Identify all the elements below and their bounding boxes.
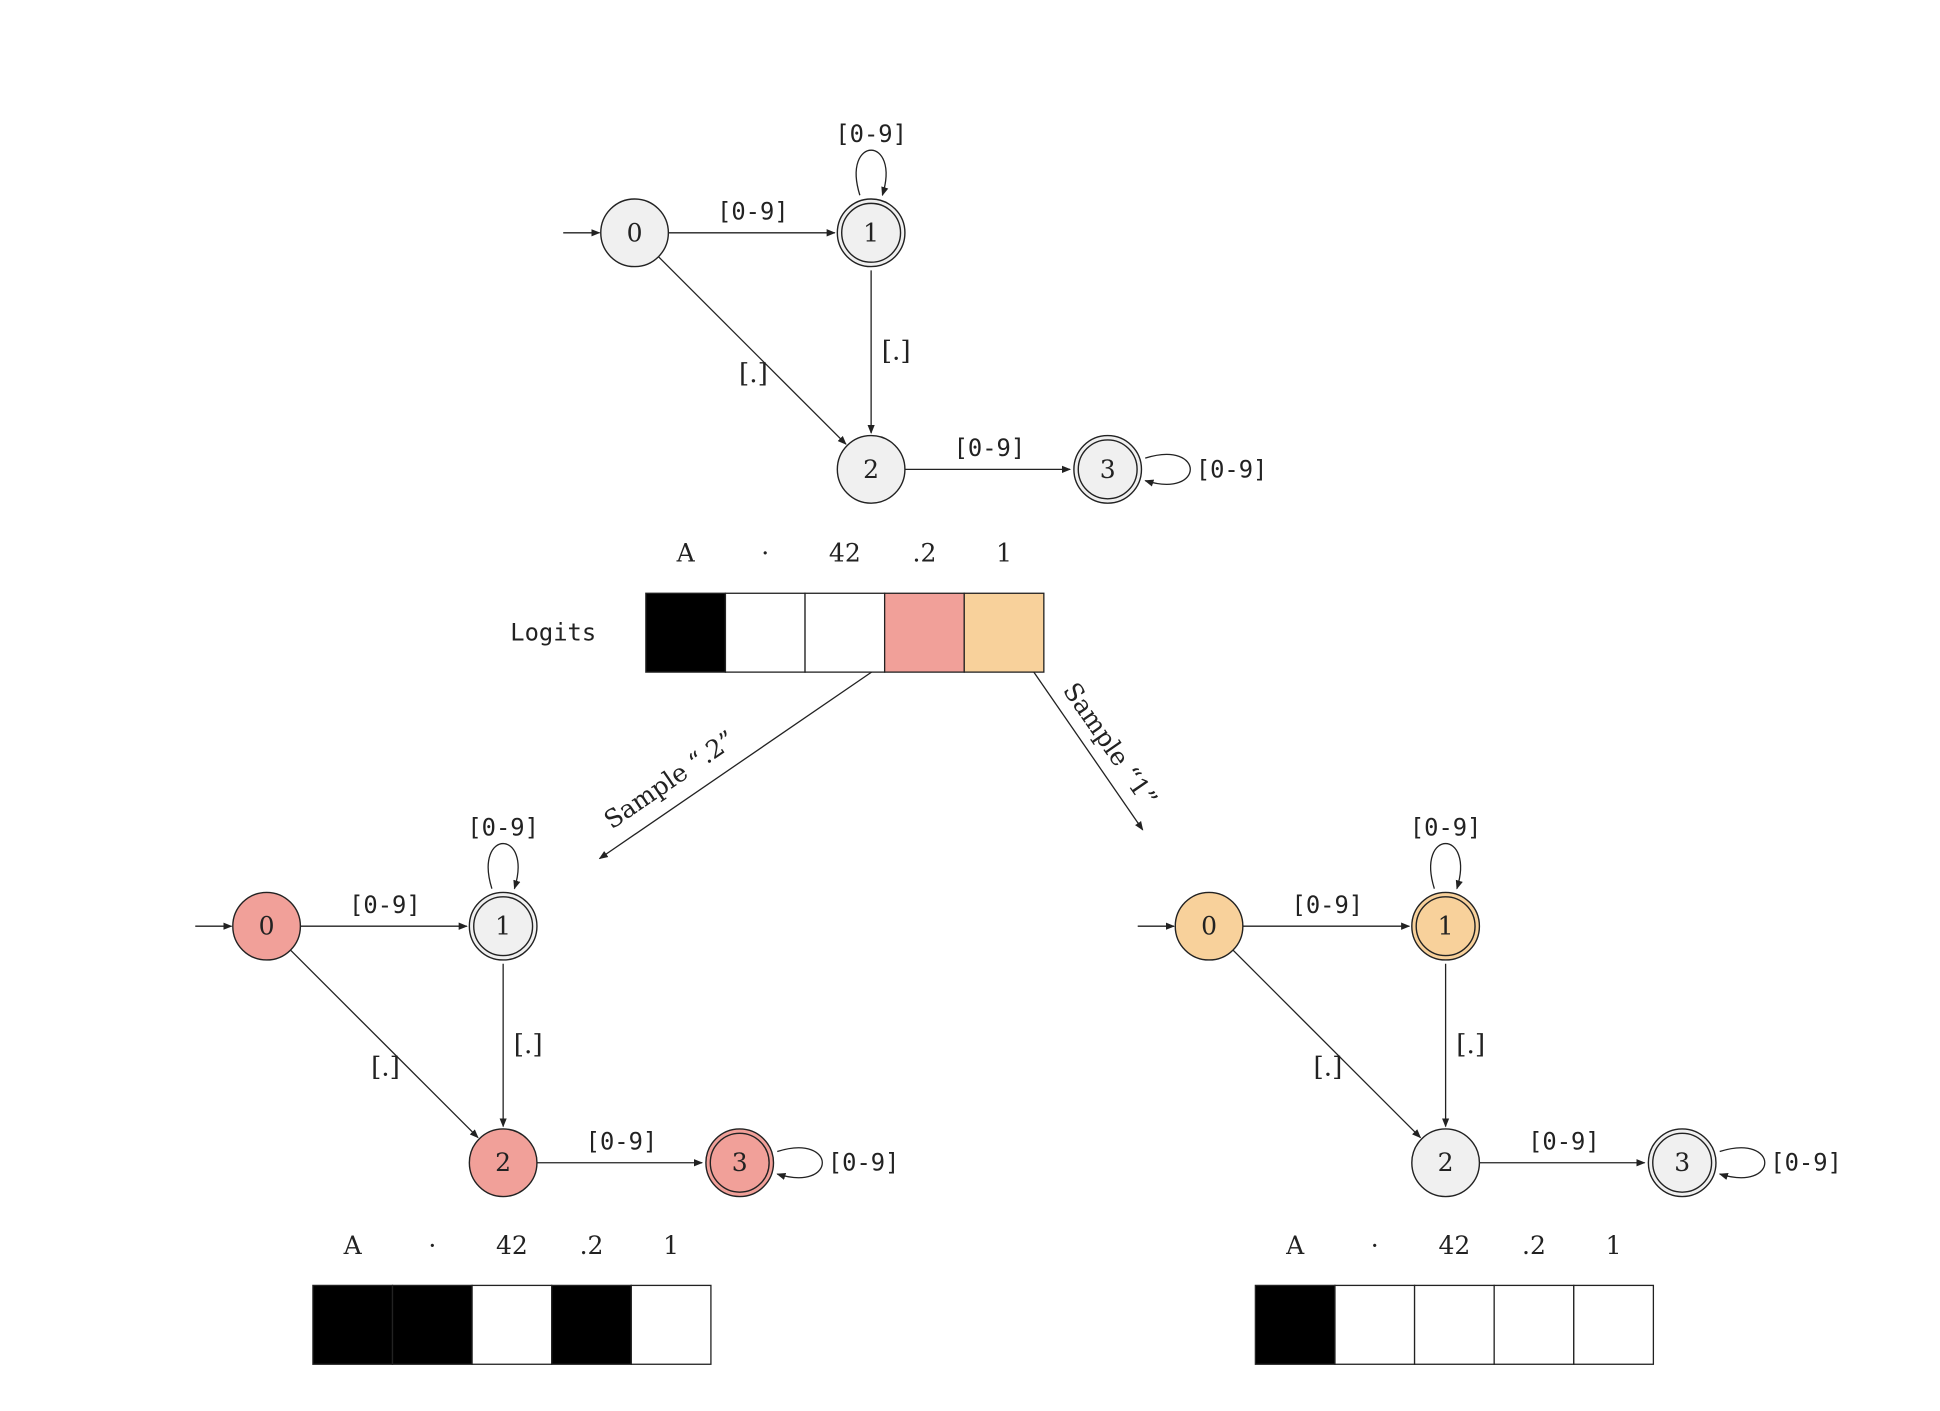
state-label-2-left: 2 [495, 1148, 511, 1177]
state-1-accept-ring-top [841, 202, 902, 263]
edge-label-loop-1-top: [0-9] [835, 120, 907, 148]
self-loop-1-left [487, 842, 521, 890]
state-label-1-left: 1 [495, 912, 511, 941]
vector-cell-0-top [645, 592, 727, 673]
self-loop-3-top [1144, 453, 1191, 487]
state-3-right [1647, 1128, 1717, 1198]
vector-cell-1-left [391, 1284, 473, 1365]
vector-cell-2-top [804, 592, 886, 673]
edge-label-2-3-top: [0-9] [954, 434, 1026, 462]
edge-label-loop-1-left: [0-9] [467, 813, 539, 841]
token-label-4-left: 1 [663, 1231, 679, 1260]
vector-cell-4-top [963, 592, 1045, 673]
state-label-0-right: 0 [1201, 912, 1217, 941]
vector-cell-3-left [551, 1284, 632, 1365]
state-2-top [836, 434, 906, 504]
edge-label-loop-1-right: [0-9] [1410, 813, 1482, 841]
vector-cell-3-top [883, 592, 965, 673]
state-2-left [468, 1128, 538, 1198]
edge-label-0-2-top: [.] [739, 359, 768, 389]
vector-cell-1-top [724, 592, 806, 673]
token-label-3-right: .2 [1522, 1231, 1546, 1260]
state-label-3-top: 3 [1100, 455, 1116, 484]
state-label-2-top: 2 [863, 455, 879, 484]
edge-0-2-top [658, 256, 847, 445]
self-loop-3-left [776, 1147, 823, 1180]
edge-label-2-3-left: [0-9] [586, 1127, 658, 1155]
token-label-2-top: 42 [829, 539, 861, 568]
token-label-2-left: 42 [496, 1231, 528, 1260]
state-1-right [1411, 891, 1481, 961]
edge-0-2-left [290, 949, 479, 1139]
vector-cell-1-right [1334, 1284, 1416, 1365]
token-label-1-top: · [761, 539, 769, 568]
vector-cell-0-left [312, 1284, 394, 1365]
sample-label-left: Sample “.2” [599, 725, 741, 835]
state-3-top [1073, 434, 1143, 504]
edge-label-2-3-right: [0-9] [1528, 1127, 1600, 1155]
edge-label-loop-3-top: [0-9] [1196, 455, 1268, 483]
token-label-1-right: · [1371, 1231, 1379, 1260]
state-3-left [705, 1128, 775, 1198]
state-1-accept-ring-left [473, 896, 534, 957]
edge-0-2-right [1232, 949, 1422, 1139]
state-1-accept-ring-right [1415, 896, 1476, 957]
edge-label-1-2-right: [.] [1456, 1030, 1485, 1060]
state-label-3-right: 3 [1674, 1148, 1690, 1177]
token-label-0-top: A [676, 539, 696, 568]
edge-label-0-2-left: [.] [371, 1053, 400, 1083]
state-label-0-left: 0 [259, 912, 275, 941]
state-2-right [1411, 1128, 1481, 1198]
sample-label-right: Sample “1” [1057, 677, 1163, 812]
state-label-2-right: 2 [1438, 1148, 1454, 1177]
vector-cell-2-left [471, 1284, 553, 1365]
token-label-0-left: A [343, 1231, 363, 1260]
vector-cell-4-left [630, 1284, 712, 1365]
state-3-accept-ring-left [709, 1132, 770, 1193]
state-label-1-top: 1 [863, 218, 879, 247]
token-label-4-top: 1 [996, 539, 1012, 568]
state-0-left [232, 891, 302, 961]
self-loop-3-right [1718, 1147, 1766, 1180]
edge-label-0-1-left: [0-9] [349, 891, 421, 919]
logits-label: Logits [510, 619, 596, 647]
self-loop-1-top [855, 149, 889, 197]
vector-cell-2-right [1413, 1284, 1495, 1365]
edge-label-0-1-right: [0-9] [1292, 891, 1364, 919]
vector-cell-3-right [1493, 1284, 1575, 1365]
state-1-left [468, 891, 538, 961]
state-label-3-left: 3 [732, 1148, 748, 1177]
token-label-3-left: .2 [580, 1231, 604, 1260]
vector-cell-0-right [1254, 1284, 1336, 1365]
state-0-right [1174, 891, 1244, 961]
edge-label-0-2-right: [.] [1314, 1053, 1343, 1083]
edge-label-loop-3-right: [0-9] [1770, 1149, 1842, 1177]
vector-cell-4-right [1573, 1284, 1655, 1365]
state-1-top [836, 198, 906, 268]
edge-label-1-2-top: [.] [882, 337, 911, 367]
sample-arrow-left [598, 661, 887, 860]
sample-arrow-right [1033, 671, 1144, 831]
state-3-accept-ring-right [1652, 1132, 1713, 1193]
token-label-2-right: 42 [1438, 1231, 1470, 1260]
state-label-1-right: 1 [1438, 912, 1454, 941]
token-label-4-right: 1 [1606, 1231, 1622, 1260]
edge-label-0-1-top: [0-9] [717, 198, 789, 226]
token-label-3-top: .2 [913, 539, 937, 568]
edge-label-loop-3-left: [0-9] [828, 1149, 900, 1177]
state-0-top [600, 198, 670, 268]
self-loop-1-right [1430, 842, 1463, 890]
state-label-0-top: 0 [627, 218, 643, 247]
edge-label-1-2-left: [.] [514, 1030, 543, 1060]
token-label-1-left: · [428, 1231, 436, 1260]
token-label-0-right: A [1285, 1231, 1305, 1260]
state-3-accept-ring-top [1077, 439, 1138, 500]
